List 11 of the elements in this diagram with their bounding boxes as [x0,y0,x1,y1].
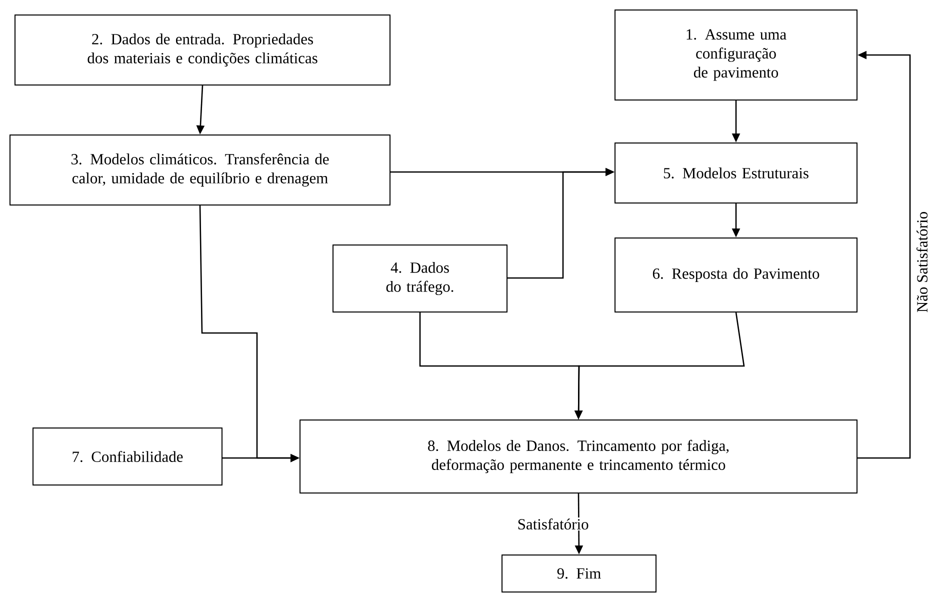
edge-label: Satisfatório [516,517,590,531]
process-box: 4. Dados do tráfego. [332,244,508,312]
edge-label: Não Satisfatório [915,210,929,314]
process-box: 8. Modelos de Danos. Trincamento por fadiga, deformação permanente e trincamento térmico [300,420,858,494]
process-box: 6. Resposta do Pavimento [614,238,858,312]
process-box: 7. Confiabilidade [32,428,222,486]
process-box: 9. Fim [502,554,656,592]
process-box: 3. Modelos climáticos. Transferência de calor, umidade de equilíbrio e drenagem [10,134,390,206]
process-box: 2. Dados de entrada. Propriedades dos materiais e condições climáticas [14,14,390,86]
process-box: 1. Assume uma configuração de pavimento [614,10,858,100]
process-box: 5. Modelos Estruturais [614,142,858,204]
